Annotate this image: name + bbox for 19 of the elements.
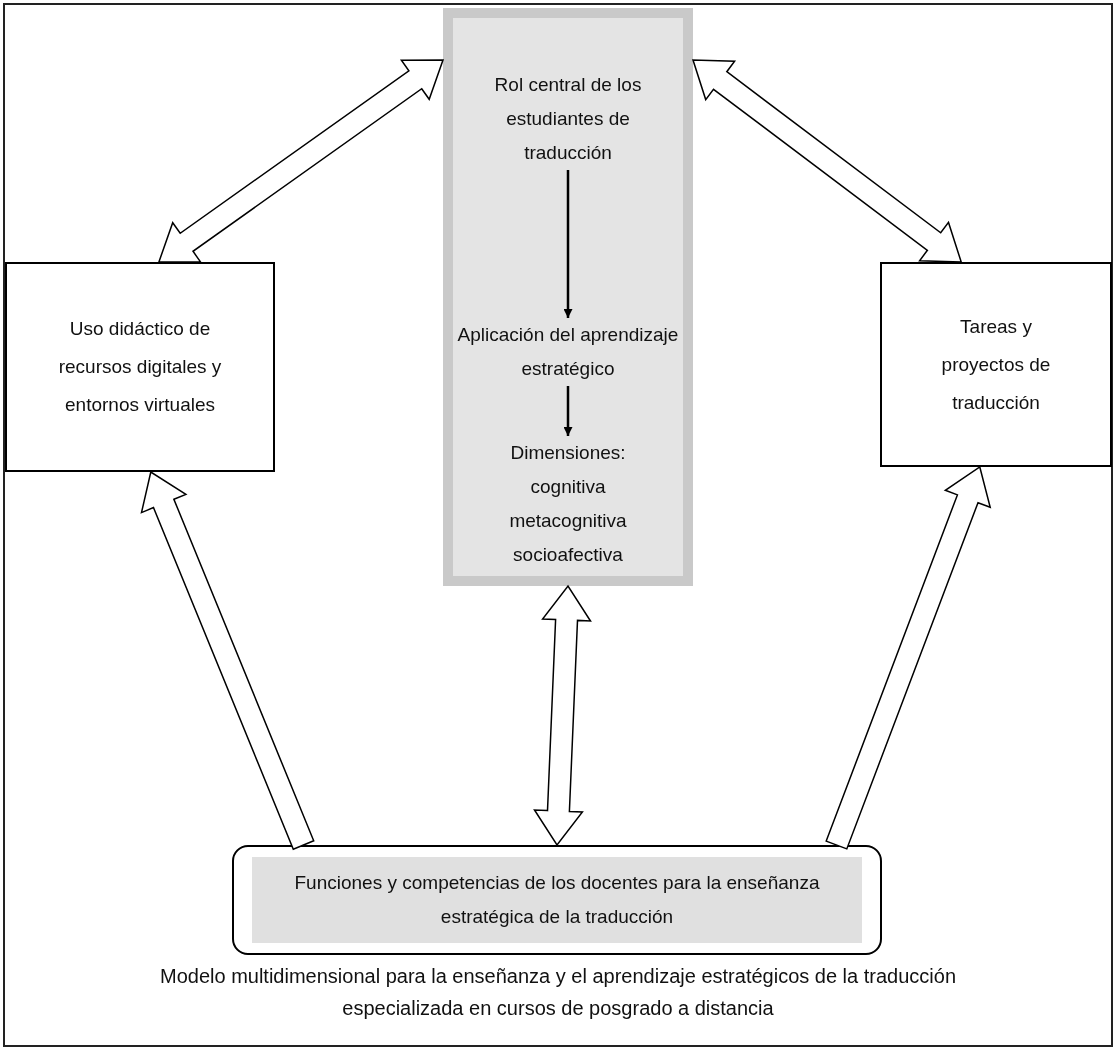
- double-block-arrow: [533, 584, 592, 847]
- node-text: Uso didáctico de recursos digitales y entornos virtuales: [57, 317, 223, 417]
- node-text: Rol central de los estudiantes de traducción: [493, 73, 643, 165]
- double-block-arrow: [157, 59, 445, 263]
- node-text: Dimensiones: cognitiva metacognitiva socioafectiva: [508, 441, 628, 567]
- process-box: [5, 262, 275, 472]
- shaded-box: [252, 857, 862, 943]
- arrow: [563, 386, 573, 436]
- central-panel: [443, 8, 693, 586]
- node-text: Aplicación del aprendizaje estratégico: [456, 323, 680, 381]
- rounded-box: [232, 845, 882, 955]
- double-block-arrow: [825, 465, 992, 850]
- node-text: Funciones y competencias de los docentes para la enseñanza estratégica de la traducción: [293, 871, 821, 929]
- double-block-arrow: [140, 470, 315, 851]
- caption: Modelo multidimensional para la enseñanza y el aprendizaje estratégicos de la traducción especializada en cursos de posgrado a distancia: [159, 964, 957, 1021]
- node-text: Tareas y proyectos de traducción: [940, 314, 1052, 415]
- arrow: [563, 170, 573, 318]
- process-box: [880, 262, 1112, 467]
- double-block-arrow: [691, 59, 963, 263]
